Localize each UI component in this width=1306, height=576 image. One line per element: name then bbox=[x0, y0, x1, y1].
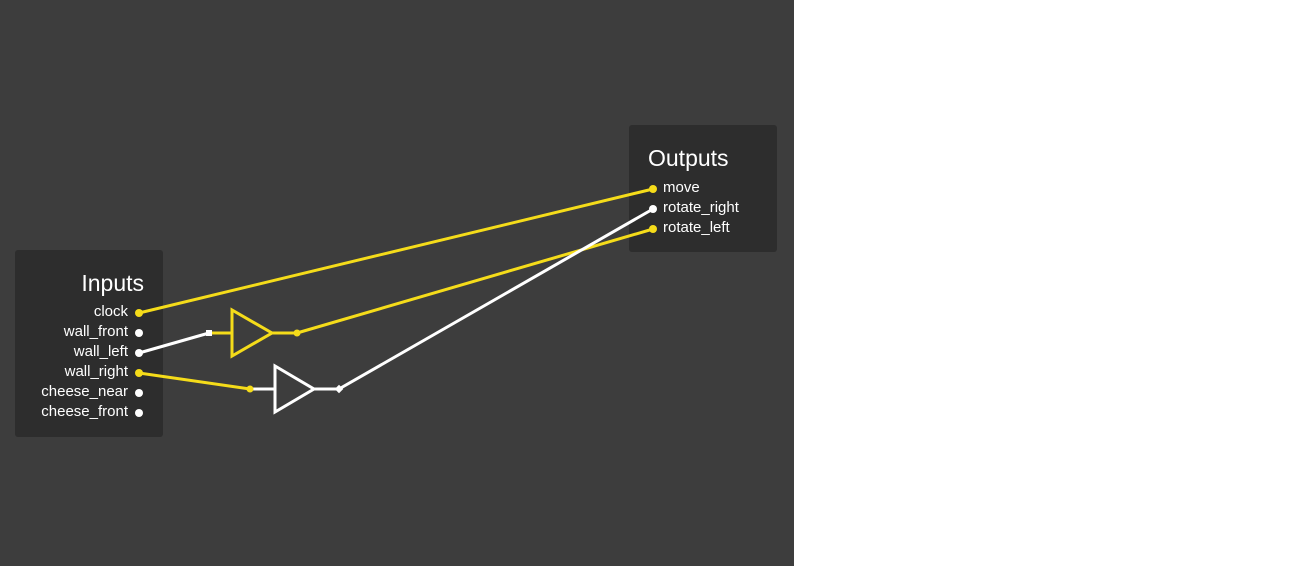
not-gate-2-output-pin[interactable] bbox=[334, 384, 344, 394]
inputs-title: Inputs bbox=[81, 270, 144, 296]
input-label-clock: clock bbox=[93, 303, 128, 320]
input-label-wall-front: wall_front bbox=[63, 323, 128, 340]
not-gate-1-output-pin[interactable] bbox=[293, 329, 301, 337]
not-gate-1[interactable] bbox=[230, 307, 276, 359]
blank-area bbox=[794, 0, 1306, 576]
input-label-cheese-front: cheese_front bbox=[41, 403, 128, 420]
outputs-title: Outputs bbox=[648, 145, 729, 171]
output-label-rotate-left: rotate_left bbox=[663, 219, 730, 236]
input-label-wall-left: wall_left bbox=[73, 343, 128, 360]
circuit-canvas[interactable]: Inputs clock wall_front wall_left wall_r… bbox=[0, 0, 794, 566]
input-label-cheese-near: cheese_near bbox=[41, 383, 128, 400]
wire-not-gate-2-to-rotate-right[interactable] bbox=[338, 207, 654, 391]
inputs-panel[interactable]: Inputs clock wall_front wall_left wall_r… bbox=[15, 250, 163, 437]
not-gate-2-input-pin[interactable] bbox=[246, 385, 254, 393]
wire-clock-to-move[interactable] bbox=[138, 187, 654, 315]
output-label-move: move bbox=[663, 179, 700, 196]
wire-not-gate-1-to-rotate-left[interactable] bbox=[296, 227, 654, 335]
output-label-rotate-right: rotate_right bbox=[663, 199, 739, 216]
input-label-wall-right: wall_right bbox=[64, 363, 128, 380]
not-gate-1-input-pin[interactable] bbox=[206, 330, 212, 336]
outputs-panel[interactable]: Outputs move rotate_right rotate_left bbox=[629, 125, 777, 252]
not-gate-2[interactable] bbox=[273, 363, 317, 415]
